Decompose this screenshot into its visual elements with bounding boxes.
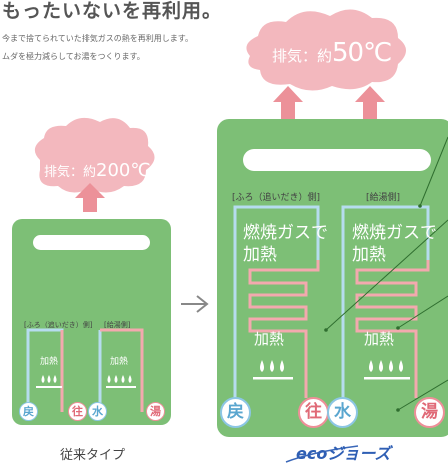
exhaust-label-conventional: 排気：約200℃	[44, 160, 151, 181]
burner-flames-conventional-bath	[41, 375, 57, 383]
port-water-eco: 水	[327, 397, 358, 428]
exhaust-arrow-conventional	[75, 183, 105, 212]
heater-body-conventional	[12, 219, 171, 425]
port-hot-eco: 湯	[414, 397, 445, 428]
exhaust-cloud-eco	[246, 9, 406, 91]
description-line-1: 今まで捨てられていた排気ガスの熱を再利用します。	[2, 34, 193, 43]
headline: もったいないを再利用。	[2, 0, 223, 22]
heating-label-conventional-hot: 加熱	[110, 357, 129, 367]
gas-heating-label-eco-hot: 燃焼ガスで加熱	[352, 223, 437, 265]
port-hot-conventional: 湯	[146, 402, 165, 421]
port-outgoing-conventional: 往	[68, 402, 87, 421]
side-label-conventional-bath: [ふろ（追いだき）側]	[24, 321, 93, 329]
side-label-eco-hot: [給湯側]	[366, 193, 401, 203]
exhaust-label-eco: 排気：約50℃	[272, 38, 392, 68]
exhaust-arrow-eco-left	[273, 86, 303, 126]
port-outgoing-eco: 往	[298, 397, 329, 428]
caption-conventional: 従来タイプ	[60, 448, 126, 463]
exhaust-arrow-eco-right	[355, 86, 385, 126]
vent-slot-eco	[243, 149, 431, 171]
burner-flames-conventional-hot	[107, 375, 132, 383]
port-return-eco: 戻	[220, 397, 251, 428]
vent-slot-conventional	[33, 235, 150, 250]
callout-lines	[325, 136, 448, 411]
port-return-conventional: 戻	[19, 402, 38, 421]
heating-label-eco-bath: 加熱	[254, 330, 285, 348]
heating-label-eco-hot: 加熱	[364, 330, 395, 348]
eco-jozu-logo: ecoジョーズ	[296, 444, 391, 463]
description-line-2: ムダを極力減らしてお湯をつくります。	[2, 52, 145, 61]
port-water-conventional: 水	[88, 402, 107, 421]
side-label-eco-bath: [ふろ（追いだき）側]	[232, 193, 321, 203]
burner-bar-eco-hot	[364, 377, 410, 380]
side-label-conventional-hot: [給湯側]	[104, 321, 131, 329]
exhaust-cloud-conventional	[34, 117, 155, 193]
pipe-bath-eco	[233, 205, 320, 418]
burner-bar-conventional-bath	[36, 386, 62, 388]
eco-logo-swoosh	[285, 445, 359, 463]
heater-body-eco	[217, 119, 448, 437]
burner-bar-conventional-hot	[106, 386, 136, 388]
gas-heating-label-eco-bath: 燃焼ガスで加熱	[243, 223, 328, 265]
heating-label-conventional-bath: 加熱	[40, 357, 59, 367]
pipe-hot-conventional	[100, 328, 144, 412]
pipe-hot-eco	[341, 205, 430, 418]
burner-flames-eco-hot	[369, 360, 403, 372]
transition-arrow	[181, 295, 209, 313]
burner-bar-eco-bath	[253, 377, 293, 380]
burner-flames-eco-bath	[260, 360, 284, 372]
